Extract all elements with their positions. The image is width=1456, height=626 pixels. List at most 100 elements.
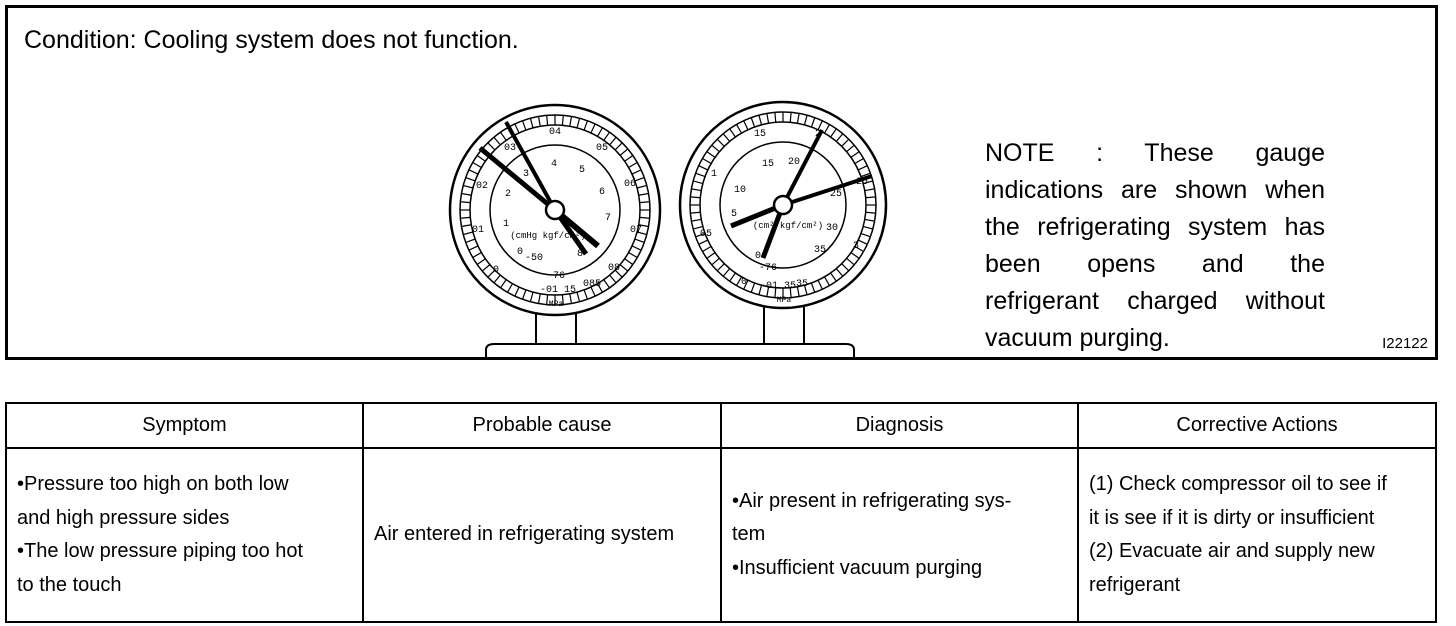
dial-tick [817, 279, 823, 290]
dial-tick [830, 128, 837, 138]
gauge-illustration: 04 03 02 01 0 05 06 07 08 085 4 3 2 1 0 … [438, 88, 918, 360]
diagnosis-line: tem [731, 523, 766, 546]
high-inner-number: 15 [762, 159, 774, 170]
dial-tick [865, 211, 876, 214]
dial-tick [750, 117, 756, 128]
dial-tick [693, 225, 703, 230]
dial-tick [636, 184, 647, 189]
dial-tick [463, 231, 474, 236]
dial-tick [706, 252, 716, 259]
dial-tick [493, 136, 501, 146]
condition-panel: Condition: Cooling system does not funct… [5, 5, 1438, 360]
dial-tick [810, 117, 816, 128]
high-mpa-label: MPa [777, 296, 792, 305]
dial-tick [854, 245, 864, 253]
header-corrective-actions: Corrective Actions [1076, 402, 1438, 449]
dial-tick [576, 118, 581, 129]
corrective-line: (1) Check compressor oil to see if [1088, 473, 1387, 495]
low-outer-number: 04 [549, 127, 561, 138]
dial-tick [864, 218, 875, 222]
dial-tick [698, 165, 709, 171]
dial-tick [638, 192, 649, 196]
dial-tick [803, 115, 808, 125]
high-outer-number: 05 [700, 229, 712, 240]
dial-tick [514, 123, 520, 134]
corrective-line: refrigerant [1088, 573, 1181, 596]
low-inner-number: 4 [551, 159, 557, 170]
low-outer-number: 08 [608, 263, 620, 274]
high-inner-number: 25 [830, 189, 842, 200]
symptom-line: Pressure too high on both low [17, 468, 352, 502]
high-pressure-gauge: 2 15 1 05 0 25 3 35 20 15 10 5 0 25 30 3… [678, 100, 888, 310]
dial-tick [624, 155, 634, 162]
dial-tick [789, 287, 792, 298]
dial-tick [810, 282, 816, 293]
dial-tick [463, 184, 474, 189]
low-pressure-gauge: 04 03 02 01 0 05 06 07 08 085 4 3 2 1 0 … [448, 103, 662, 317]
dial-tick [706, 151, 716, 158]
corrective-line: it is see if it is dirty or insufficient [1088, 506, 1375, 529]
dial-tick [716, 138, 725, 147]
dial-tick [722, 268, 731, 277]
dial-tick [850, 151, 860, 158]
high-inner-number: 5 [731, 209, 737, 220]
dial-tick [830, 272, 837, 282]
dial-tick [468, 245, 479, 251]
dial-tick [537, 293, 541, 304]
dial-tick [846, 257, 855, 266]
low-outer-number: 05 [596, 143, 608, 154]
dial-tick [472, 251, 482, 259]
manifold-bar [485, 343, 855, 360]
dial-tick [766, 286, 770, 297]
dial-tick [835, 133, 844, 142]
low-sub-number: -76 [547, 271, 565, 282]
dial-tick [624, 258, 634, 265]
dial-tick [695, 172, 706, 178]
high-outer-number: 1 [711, 169, 717, 180]
diagnosis-cell: Air present in refrigerating sys- tem In… [719, 447, 1079, 623]
low-outer-number: 07 [630, 225, 642, 236]
dial-tick [500, 279, 507, 289]
dial-tick [461, 192, 472, 196]
symptom-line: The low pressure piping too hot [17, 535, 352, 569]
dial-tick [796, 286, 800, 297]
dial-tick [583, 120, 589, 131]
dial-tick [841, 138, 850, 147]
dial-tick [590, 286, 596, 297]
high-inner-number: 0 [755, 251, 761, 262]
manifold-gauges-svg: 04 03 02 01 0 05 06 07 08 085 4 3 2 1 0 … [448, 100, 888, 360]
high-sub-number: -76 [759, 263, 777, 274]
dial-tick [729, 272, 736, 282]
dial-tick [472, 161, 482, 169]
dial-tick [750, 282, 756, 293]
dial-tick [735, 276, 743, 286]
dial-tick [603, 131, 610, 141]
header-diagnosis: Diagnosis [719, 402, 1079, 449]
dial-tick [596, 127, 604, 137]
low-inner-number: 2 [505, 189, 511, 200]
dial-tick [722, 133, 731, 142]
symptom-line: and high pressure sides [17, 506, 230, 529]
low-outer-number: 01 [472, 225, 484, 236]
dial-tick [561, 115, 564, 126]
high-inner-number: 30 [826, 223, 838, 234]
dial-tick [863, 180, 873, 185]
low-inner-number: 7 [605, 213, 611, 224]
dial-tick [841, 263, 850, 272]
dial-tick [846, 144, 855, 153]
low-bottom-text: -01 15 [540, 285, 576, 296]
dial-tick [639, 216, 650, 219]
dial-tick [476, 258, 486, 265]
dial-tick [521, 120, 527, 131]
dial-tick [857, 165, 868, 171]
dial-tick [569, 116, 573, 127]
symptom-cell: Pressure too high on both low and high p… [5, 447, 364, 623]
low-inner-number: 8 [577, 249, 583, 260]
probable-cause-text: Air entered in refrigerating system [373, 523, 675, 546]
dial-tick [817, 120, 823, 131]
low-unit-text: (cmHg kgf/cm²) [510, 231, 586, 241]
low-mpa-label: MPa [549, 300, 564, 309]
dial-tick [864, 188, 875, 192]
dial-tick [583, 289, 589, 300]
dial-tick [614, 269, 623, 278]
